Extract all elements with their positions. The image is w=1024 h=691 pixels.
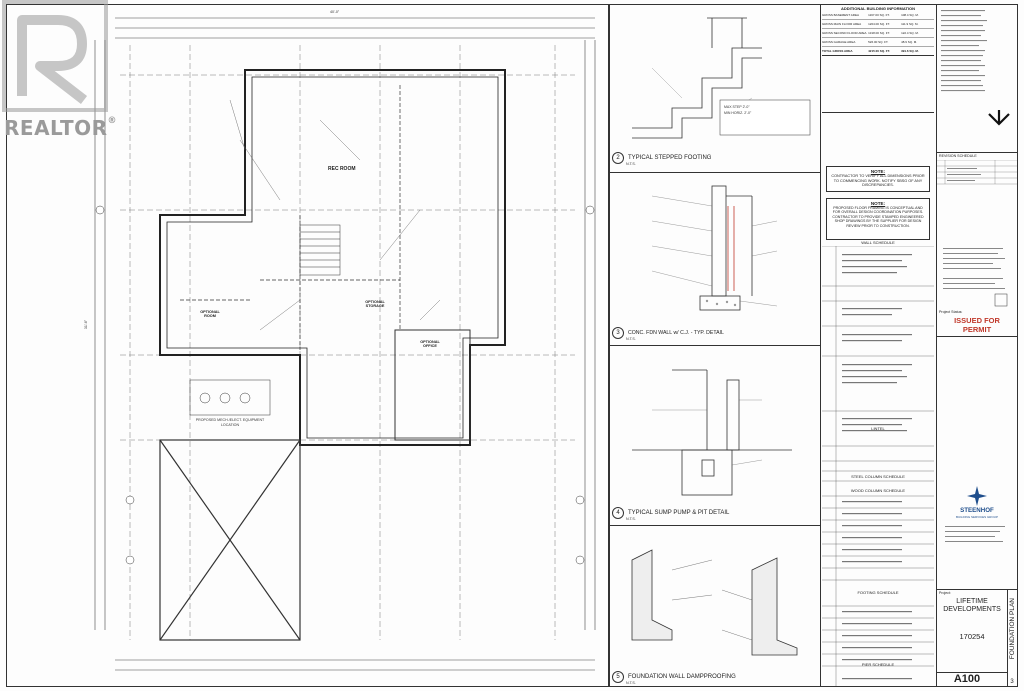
wall-schedule-title: WALL SCHEDULE <box>861 240 895 245</box>
detail-2-title-text: TYPICAL STEPPED FOOTING <box>628 155 712 161</box>
building-info-table: ADDITIONAL BUILDING INFORMATION GROSS BA… <box>822 6 934 96</box>
detail-divider-3 <box>609 525 820 526</box>
detail-5-title: 5 FOUNDATION WALL DAMPPROOFING <box>612 671 736 683</box>
room-label-rec-room: REC ROOM <box>328 166 356 172</box>
revision-schedule-title: REVISION SCHEDULE <box>939 154 977 158</box>
lintel-title: LINTEL <box>871 426 885 431</box>
wood-column-title: WOOD COLUMN SCHEDULE <box>850 488 906 493</box>
pier-schedule-title: PIER SCHEDULE <box>861 662 895 667</box>
sump-pump-detail <box>632 369 792 496</box>
panel-divider-plan <box>608 4 610 687</box>
steenhof-logo-icon <box>967 486 987 506</box>
panel-divider-details <box>820 4 821 687</box>
room-label-storage: OPTIONAL STORAGE <box>365 300 385 308</box>
foundation-plan <box>94 17 596 671</box>
title-block: REVISION SCHEDULE Project Status: ISSUED… <box>936 4 1018 687</box>
detail-4-title-text: TYPICAL SUMP PUMP & PIT DETAIL <box>628 510 730 516</box>
detail-divider-2 <box>609 345 820 346</box>
detail-3-number: 3 <box>612 327 624 339</box>
project-name: LIFETIME DEVELOPMENTS <box>943 598 1001 613</box>
detail-4-number: 4 <box>612 507 624 519</box>
schedule-tables <box>822 246 934 686</box>
project-label: Project: <box>939 591 951 595</box>
detail-5-scale: N.T.S. <box>626 681 636 685</box>
detail-2-title: 2 TYPICAL STEPPED FOOTING <box>612 152 711 164</box>
company-name: STEENHOF <box>960 507 994 514</box>
sheet-count: 3 <box>1010 679 1014 685</box>
room-label-optional-office: OPTIONAL OFFICE <box>420 340 440 348</box>
project-number: 170254 <box>959 632 985 641</box>
detail-3-scale: N.T.S. <box>626 337 636 341</box>
detail-divider-1 <box>609 172 820 173</box>
note-verify-dimensions: NOTE: CONTRACTOR TO VERIFY ALL DIMENSION… <box>826 166 930 192</box>
sheet-border <box>6 4 1018 687</box>
dampproofing-detail <box>631 549 798 656</box>
project-status: ISSUED FOR PERMIT <box>954 316 1000 334</box>
plan-dimension-top: 40'-0" <box>330 10 340 14</box>
project-status-label: Project Status: <box>939 310 963 314</box>
fdn-wall-detail <box>651 185 778 311</box>
building-info-title: ADDITIONAL BUILDING INFORMATION <box>840 6 916 11</box>
stepped-footing-detail: MAX STEP 2'-0" MIN HORIZ. 2'-0" <box>632 17 811 139</box>
detail-5-number: 5 <box>612 671 624 683</box>
detail-4-title: 4 TYPICAL SUMP PUMP & PIT DETAIL <box>612 507 729 519</box>
company-subtitle: BUILDING SERVICES GROUP <box>956 515 998 519</box>
plan-dimension-side: 31'-6" <box>84 320 88 330</box>
sheet-number: A100 <box>953 673 981 685</box>
detail-2-number: 2 <box>612 152 624 164</box>
detail-3-title: 3 CONC. FDN WALL w/ C.J. - TYP. DETAIL <box>612 327 724 339</box>
mech-equipment-label: PROPOSED MECH./ELECT. EQUIPMENT LOCATION <box>195 418 265 427</box>
realtor-logo <box>2 0 108 112</box>
realtor-watermark-text: REALTOR® <box>4 116 118 140</box>
detail-3-title-text: CONC. FDN WALL w/ C.J. - TYP. DETAIL <box>628 330 724 336</box>
svg-text:MIN HORIZ. 2'-0": MIN HORIZ. 2'-0" <box>724 111 752 115</box>
detail-5-title-text: FOUNDATION WALL DAMPPROOFING <box>628 674 736 680</box>
steel-column-title: STEEL COLUMN SCHEDULE <box>851 474 905 479</box>
room-label-optional-room: OPTIONAL ROOM <box>200 310 220 318</box>
svg-text:MAX STEP 2'-0": MAX STEP 2'-0" <box>724 105 750 109</box>
sheet-title: FOUNDATION PLAN <box>1009 598 1016 660</box>
note-floor-framing: NOTE: PROPOSED FLOOR FRAMING IS CONCEPTU… <box>826 198 930 240</box>
footing-schedule-title: FOOTING SCHEDULE <box>857 590 899 595</box>
detail-4-scale: N.T.S. <box>626 517 636 521</box>
detail-2-scale: N.T.S. <box>626 162 636 166</box>
